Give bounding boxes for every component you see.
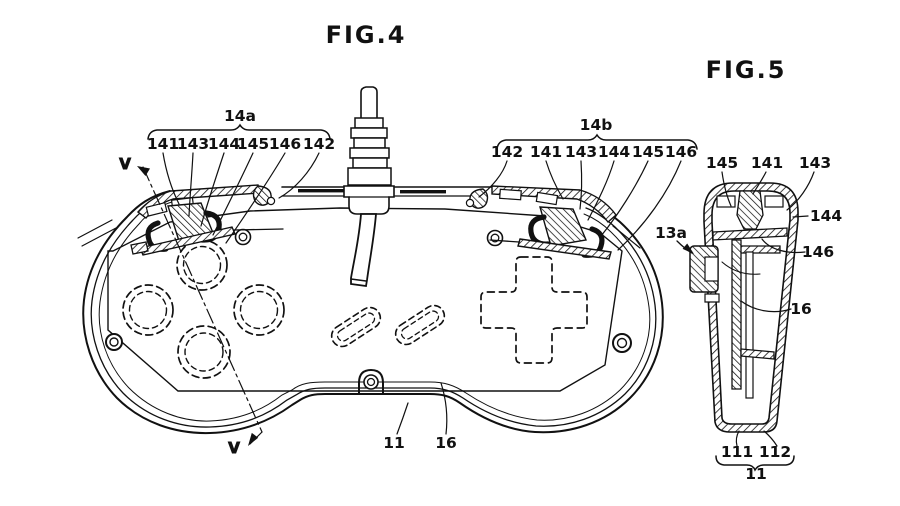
figure-4: FIG.4 bbox=[77, 21, 698, 458]
right-shoulder-mechanism bbox=[465, 185, 617, 260]
fig5-title: FIG.5 bbox=[706, 56, 787, 84]
fig4-title: FIG.4 bbox=[326, 21, 407, 49]
ref-11-fig4: 11 bbox=[383, 434, 405, 452]
ref-141-right: 141 bbox=[530, 143, 562, 161]
figure-5: FIG.5 145 141 143 144 146 bbox=[655, 56, 842, 483]
dpad-cross bbox=[480, 256, 588, 364]
ref-141-left: 141 bbox=[147, 135, 179, 153]
group-14a: 14a 141 143 144 145 146 142 bbox=[147, 107, 335, 244]
ref-144-right: 144 bbox=[598, 143, 631, 161]
cable-bracket bbox=[343, 185, 395, 215]
ref-16-fig4: 16 bbox=[435, 434, 457, 452]
ref-14a: 14a bbox=[224, 107, 256, 125]
fig4-bottom-labels: 11 16 bbox=[383, 382, 457, 452]
ref-146-left: 146 bbox=[269, 135, 301, 153]
strain-relief-boot bbox=[347, 117, 392, 186]
ref-13a-fig5: 13a bbox=[655, 224, 687, 242]
button-cluster bbox=[122, 239, 285, 379]
screws bbox=[105, 228, 632, 394]
latch-roller-left bbox=[252, 185, 272, 206]
section-marker-top: V bbox=[119, 155, 131, 173]
cable-assembly bbox=[343, 86, 395, 288]
ref-146-fig5: 146 bbox=[802, 243, 834, 261]
ref-143-fig5: 143 bbox=[799, 154, 831, 172]
group-14b: 14b 142 141 143 144 145 146 bbox=[478, 116, 698, 251]
leader-lines-14b bbox=[478, 160, 682, 251]
ref-14b: 14b bbox=[580, 116, 613, 134]
section-marker-bottom: V bbox=[228, 439, 240, 457]
pcb-section bbox=[731, 239, 742, 390]
ref-145-left: 145 bbox=[237, 135, 269, 153]
ref-145-right: 145 bbox=[632, 143, 664, 161]
ref-141-fig5: 141 bbox=[751, 154, 783, 172]
ref-111-fig5: 111 bbox=[721, 443, 753, 461]
left-shoulder-mechanism bbox=[130, 184, 284, 256]
controller-outline bbox=[77, 190, 664, 435]
ref-11-fig5: 11 bbox=[745, 465, 767, 483]
section-line-v: V V bbox=[119, 155, 263, 458]
ref-145-fig5: 145 bbox=[706, 154, 738, 172]
ref-143-right: 143 bbox=[565, 143, 597, 161]
cable-tube bbox=[350, 213, 377, 288]
ref-144-left: 144 bbox=[208, 135, 241, 153]
fig5-labels: 145 141 143 144 146 16 13a 111 112 11 bbox=[655, 154, 842, 483]
start-select-buttons bbox=[330, 304, 446, 348]
ref-146-right: 146 bbox=[665, 143, 697, 161]
fig5-leader-lines bbox=[721, 171, 815, 447]
cable-stem bbox=[360, 86, 378, 121]
ref-144-fig5: 144 bbox=[810, 207, 843, 225]
shoulder-button-section bbox=[689, 245, 720, 303]
ref-142-right: 142 bbox=[491, 143, 523, 161]
ref-112-fig5: 112 bbox=[759, 443, 791, 461]
ref-143-left: 143 bbox=[177, 135, 209, 153]
side-internals bbox=[712, 190, 788, 399]
ref-142-left: 142 bbox=[303, 135, 335, 153]
ref-16-fig5: 16 bbox=[790, 300, 812, 318]
leader-lines-14a bbox=[162, 152, 320, 244]
